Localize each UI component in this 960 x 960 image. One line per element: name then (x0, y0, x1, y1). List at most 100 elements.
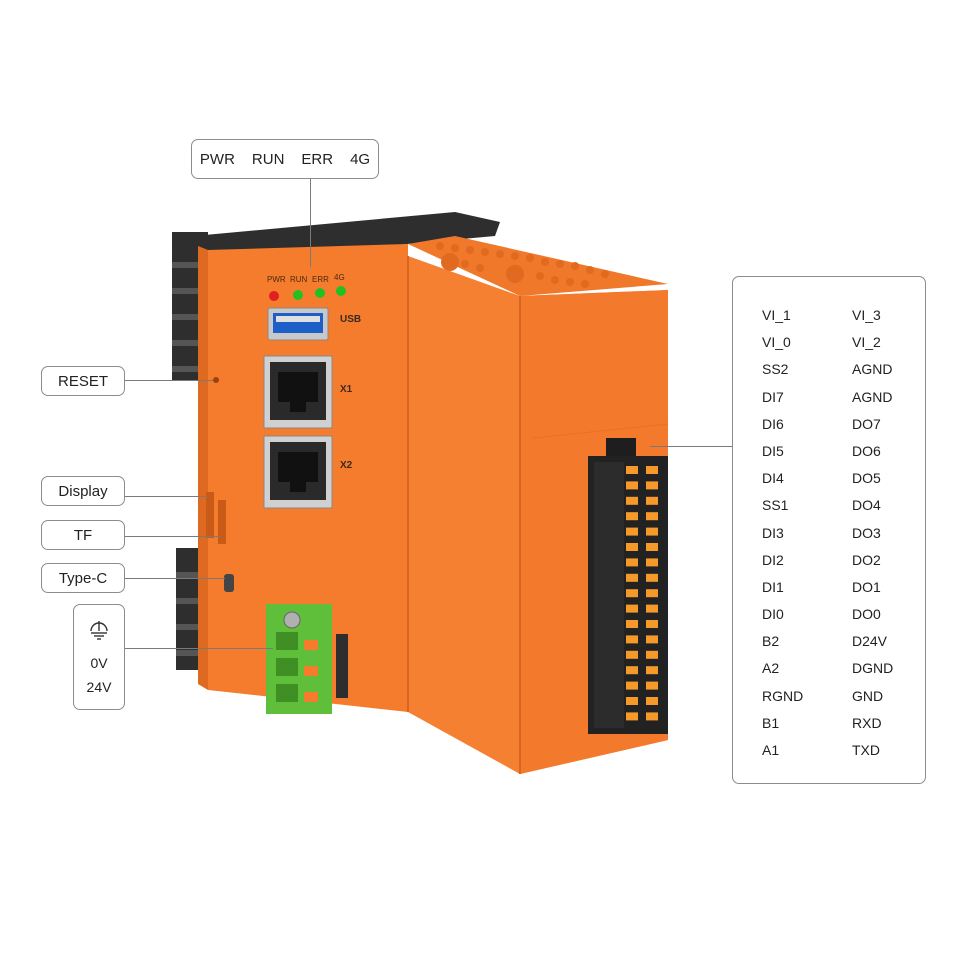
pin-label-right: DO7 (852, 415, 881, 432)
tf-leader-line (125, 536, 220, 537)
led-leader-line (310, 179, 311, 267)
io-pin-tab (626, 712, 638, 721)
pin-label-left: RGND (762, 687, 804, 704)
pin-label-left: VI_1 (762, 307, 791, 323)
io-pin-tab (626, 666, 638, 675)
io-pin-tab (626, 604, 638, 613)
pin-label-right: DO0 (852, 606, 881, 623)
pin-label-left: B1 (762, 714, 780, 731)
io-pin-tab (646, 496, 658, 505)
pin-label-right: DO4 (852, 497, 881, 514)
pin-label-left: DI4 (762, 470, 784, 487)
io-pin-tab (626, 697, 638, 705)
io-pin-tab (646, 712, 658, 721)
device-leds (269, 286, 346, 301)
device-led-label: PWR (267, 275, 286, 284)
pin-label-left: DI2 (762, 551, 784, 568)
ground-icon (90, 621, 108, 640)
io-pin-tab (626, 589, 638, 598)
tf-slot (218, 500, 226, 544)
ethernet-port-x1 (263, 355, 333, 429)
led-pwr (269, 291, 279, 301)
display-leader-line (125, 496, 207, 497)
pin-label-left: A1 (762, 742, 780, 758)
x1-label: X1 (340, 384, 353, 395)
pin-label-right: TXD (852, 742, 880, 758)
vent-holes (436, 242, 609, 288)
io-pin-tab (646, 527, 658, 536)
display-slot (206, 492, 214, 538)
io-pin-tab (646, 697, 658, 705)
type-c-port (224, 574, 234, 592)
pin-label-left: B2 (762, 633, 780, 650)
reset-leader-line (125, 380, 213, 381)
pin-label-right: DO1 (852, 578, 881, 595)
device-led-label: 4G (334, 273, 345, 282)
pin-label-left: A2 (762, 660, 780, 677)
usb-port-label: USB (340, 314, 361, 325)
body-side-left (198, 246, 208, 690)
io-pin-tab (646, 558, 658, 567)
led-callout-label: ERR (301, 150, 334, 168)
twenty-four-volt-label: 24V (86, 679, 112, 695)
device-led-label: ERR (312, 275, 329, 284)
pin-label-right: DO5 (852, 470, 881, 487)
type-c-label: Type-C (58, 569, 108, 587)
x2-label: X2 (340, 460, 353, 471)
led-run (293, 290, 303, 300)
reset-callout: RESET (41, 366, 125, 396)
io-pin-tab (626, 620, 638, 628)
led-callout-label: 4G (350, 150, 371, 168)
io-pin-tab (626, 512, 638, 521)
pin-label-right: DGND (852, 660, 894, 677)
tf-callout: TF (41, 520, 125, 550)
led-callout-label: PWR (199, 150, 235, 168)
pin-label-left: DI7 (762, 388, 784, 405)
io-pin-tab (626, 543, 638, 551)
type-c-callout: Type-C (41, 563, 125, 593)
pin-label-right: VI_2 (852, 334, 881, 351)
io-pin-tab (626, 481, 638, 490)
led-4g (336, 286, 346, 296)
pin-label-left: SS1 (762, 497, 789, 514)
io-pin-tab (626, 527, 638, 536)
io-pin-tab (646, 589, 658, 598)
display-label: Display (58, 482, 108, 500)
ethernet-port-x2 (263, 435, 333, 509)
pin-label-right: DO6 (852, 442, 881, 459)
io-pin-tab (646, 573, 658, 582)
pin-label-left: VI_0 (762, 334, 791, 351)
io-pin-tab (646, 604, 658, 613)
power-leader-line (125, 648, 273, 649)
pin-label-left: DI1 (762, 578, 784, 595)
led-err (315, 288, 325, 298)
pin-label-right: D24V (852, 633, 888, 650)
display-callout: Display (41, 476, 125, 506)
pin-label-left: SS2 (762, 361, 789, 378)
power-callout: 0V 24V (73, 604, 125, 710)
pin-label-left: DI0 (762, 606, 784, 623)
reset-label: RESET (57, 372, 108, 390)
io-pin-tab (646, 481, 658, 490)
io-pin-tab (626, 681, 638, 690)
io-terminal-pins (626, 466, 658, 721)
led-callout-label: RUN (251, 150, 285, 168)
pinout-leader-line (650, 446, 732, 447)
io-pin-tab (626, 650, 638, 659)
io-pin-tab (646, 650, 658, 659)
io-pin-tab (646, 620, 658, 628)
io-pin-tab (626, 635, 638, 644)
pin-label-right: GND (852, 687, 884, 704)
device-led-labels: PWR RUN ERR 4G (267, 273, 345, 284)
io-pin-tab (626, 573, 638, 582)
power-terminal (266, 604, 348, 714)
io-pin-tab (646, 543, 658, 551)
pin-label-left: DI5 (762, 442, 784, 459)
pin-label-left: DI6 (762, 415, 784, 432)
io-pin-tab (626, 466, 638, 474)
io-pin-tab (646, 666, 658, 675)
usb-port (267, 307, 329, 341)
pin-label-right: AGND (852, 361, 893, 378)
